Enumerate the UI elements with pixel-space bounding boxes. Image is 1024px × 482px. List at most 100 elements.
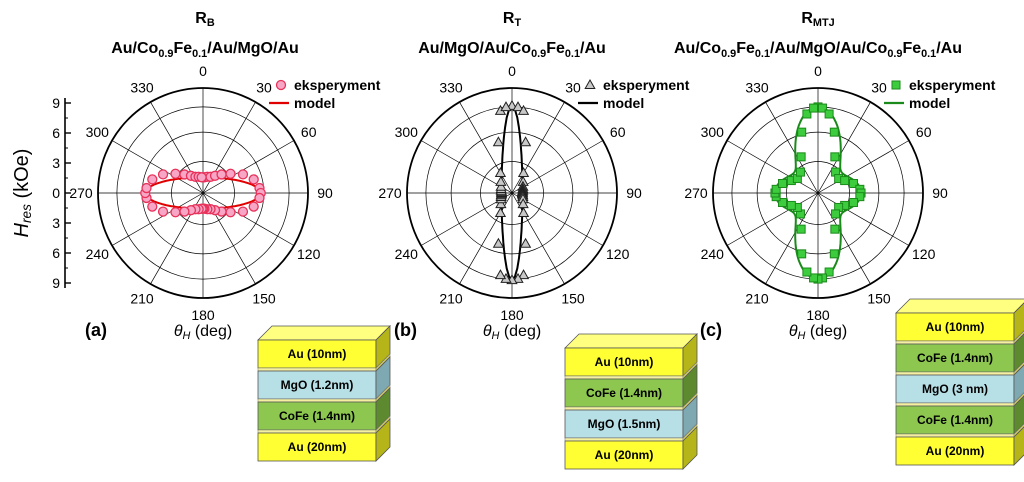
data-point-marker (795, 167, 805, 177)
angle-tick-label: 90 (317, 185, 333, 201)
grid-spoke (817, 140, 910, 194)
subscript-text: 0.9 (721, 48, 736, 60)
data-point-marker (495, 175, 507, 186)
outer-circle (97, 87, 309, 299)
experiment-points (492, 99, 532, 285)
data-point-marker (157, 206, 169, 217)
data-point-marker (796, 152, 806, 162)
layer-side (682, 426, 698, 470)
polar-chart-2: RTAu/MgO/Au/Co0.9Fe0.1/Au030609012015018… (378, 10, 689, 342)
chart-title: RT (503, 10, 522, 29)
layer-label: Au (10nm) (595, 355, 654, 369)
data-point-marker (248, 201, 259, 212)
data-point-marker (494, 166, 507, 177)
data-point-marker (817, 103, 827, 113)
data-point-marker (237, 169, 249, 180)
text-span: /Au (580, 40, 606, 57)
data-point-marker (824, 267, 834, 277)
text-span: Fe (546, 40, 565, 57)
layer-label: Au (20nm) (595, 448, 654, 462)
stack-top-face (564, 333, 698, 349)
text-span: (deg) (499, 323, 541, 340)
layer-stack-3: Au (10nm)CoFe (1.4nm)MgO (3 nm)CoFe (1.4… (895, 298, 1024, 466)
outer-circle (712, 87, 924, 299)
layer-side (375, 418, 391, 462)
angle-tick-label: 150 (252, 291, 276, 307)
grid-spoke (111, 192, 204, 246)
angle-tick-label: 330 (745, 79, 769, 95)
data-point-marker (517, 198, 529, 209)
grid-spoke (459, 101, 513, 194)
chart-title: RB (195, 10, 215, 29)
text-span: θ (483, 323, 492, 340)
grid-spoke (511, 192, 565, 285)
angle-tick-label: 30 (871, 79, 887, 95)
layer-label: Au (20nm) (288, 440, 347, 454)
angle-tick-label: 300 (395, 124, 419, 140)
text-span: /Au/MgO/Au (207, 40, 299, 57)
radial-tick-label: 3 (52, 155, 60, 171)
legend-label: eksperyment (909, 77, 996, 93)
layer-label: CoFe (1.4nm) (586, 386, 662, 400)
data-point-marker (519, 237, 532, 248)
layer-side (1013, 333, 1024, 373)
subscript-text: 0.1 (565, 48, 580, 60)
angle-tick-label: 0 (508, 63, 516, 79)
angle-tick-label: 330 (439, 79, 463, 95)
data-point-marker (848, 198, 858, 208)
angle-tick-label: 300 (701, 124, 725, 140)
subscript-text: 0.1 (192, 48, 207, 60)
data-point-marker (797, 127, 807, 137)
subscript-text: B (207, 17, 215, 29)
angle-tick-label: 30 (565, 79, 581, 95)
layer-front (895, 436, 1015, 466)
panel-label: (b) (394, 320, 417, 340)
grid-spoke (202, 192, 295, 246)
layer-label: MgO (1.5nm) (588, 417, 661, 431)
data-point-marker (216, 169, 227, 180)
angle-tick-label: 120 (297, 246, 321, 262)
angle-tick-label: 240 (395, 246, 419, 262)
layer-label: Au (10nm) (288, 347, 347, 361)
layer-divider-side (1013, 392, 1024, 407)
grid-spoke (111, 140, 204, 194)
subscript-text: H (492, 330, 500, 342)
layer-divider-side (1013, 423, 1024, 438)
layer-side (1013, 426, 1024, 466)
grid-spoke (726, 140, 819, 194)
data-point-marker (495, 198, 507, 209)
outer-circle (406, 87, 618, 299)
text-span: Au/MgO/Au/Co (418, 40, 531, 57)
angle-tick-label: 150 (867, 291, 891, 307)
layer-front (564, 409, 684, 439)
layer-divider (564, 375, 684, 380)
text-span: H (11, 222, 33, 237)
data-point-marker (824, 109, 834, 119)
angle-tick-label: 0 (814, 63, 822, 79)
data-point-marker (225, 207, 236, 218)
text-span: (deg) (190, 323, 232, 340)
data-point-marker (771, 184, 781, 194)
data-point-marker (517, 104, 530, 115)
data-point-marker (147, 201, 158, 212)
data-point-marker (519, 136, 532, 147)
data-point-marker (778, 198, 788, 208)
legend-label: model (909, 95, 950, 111)
data-point-marker (830, 152, 840, 162)
layer-side (1013, 395, 1024, 435)
data-point-marker (517, 269, 530, 280)
legend-label: model (603, 95, 644, 111)
data-point-marker (494, 269, 507, 280)
angle-tick-label: 300 (86, 124, 110, 140)
data-point-marker (829, 249, 839, 259)
data-point-marker (248, 174, 259, 185)
angle-tick-label: 150 (561, 291, 585, 307)
angle-tick-label: 180 (191, 307, 215, 323)
layer-front (257, 432, 377, 462)
layer-front (564, 347, 684, 377)
text-span: Au/Co (111, 40, 158, 57)
